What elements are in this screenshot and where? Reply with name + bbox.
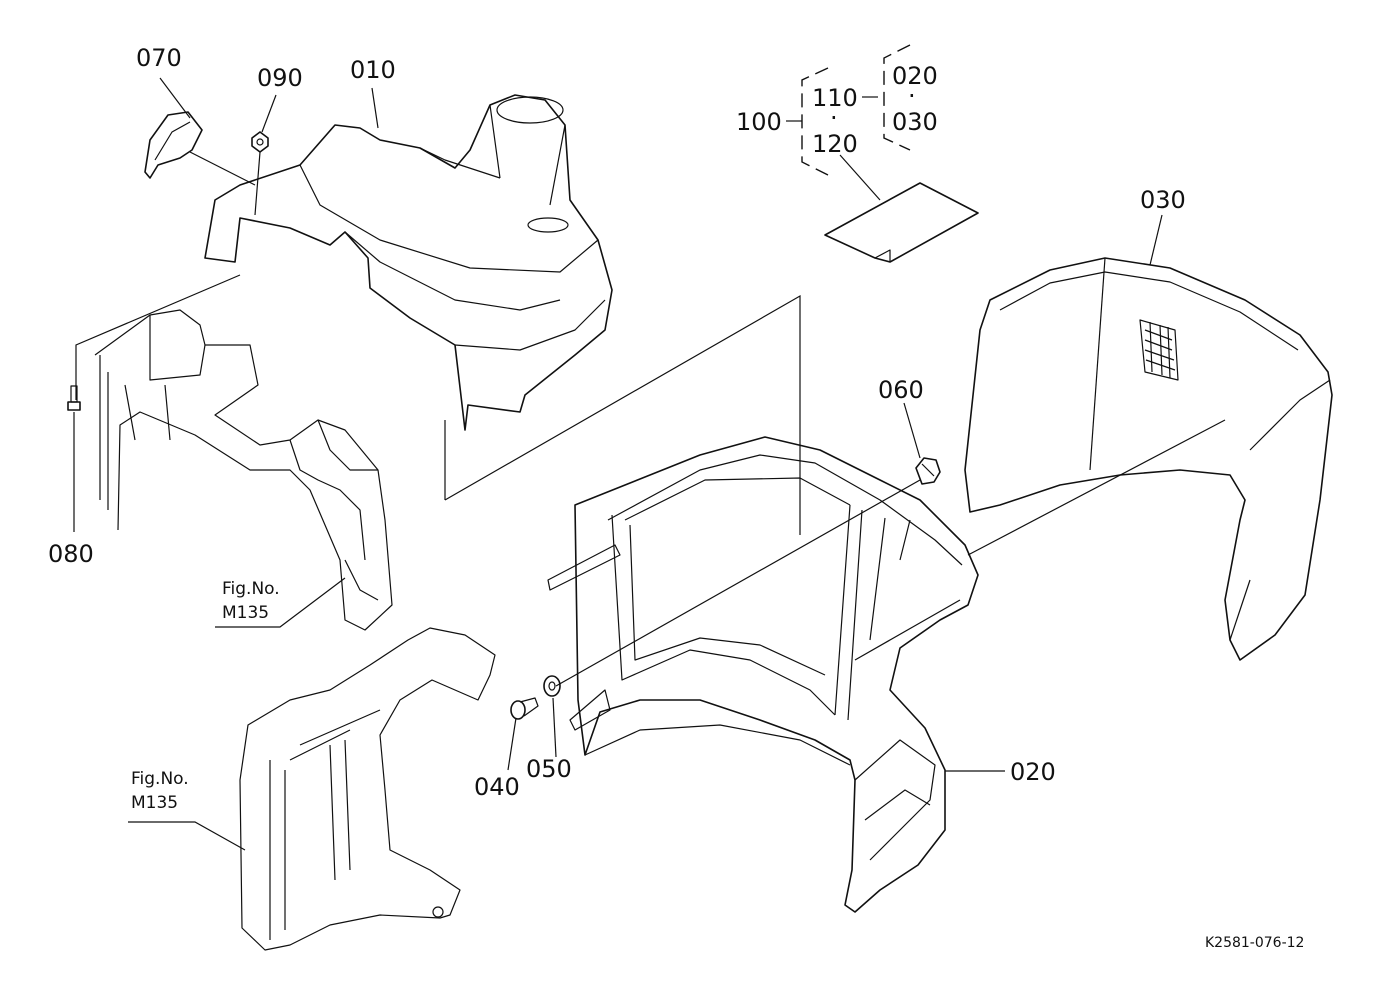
upper-frame-m135 bbox=[94, 309, 393, 631]
part-080-bolt[interactable] bbox=[67, 385, 81, 411]
fig-ref-lower-line2: M135 bbox=[131, 793, 178, 813]
part-030-side-panel[interactable] bbox=[964, 257, 1333, 661]
set-brackets bbox=[801, 44, 911, 176]
label-100: 100 bbox=[736, 108, 782, 136]
label-110: 110 bbox=[812, 84, 858, 112]
label-080: 080 bbox=[48, 540, 94, 568]
part-040-screw[interactable] bbox=[510, 697, 539, 720]
fig-ref-lower-line1: Fig.No. bbox=[131, 769, 189, 789]
label-060: 060 bbox=[878, 376, 924, 404]
label-030: 030 bbox=[1140, 186, 1186, 214]
label-set-dot: · bbox=[908, 82, 916, 110]
label-110-dot: · bbox=[830, 104, 838, 132]
fig-ref-upper-line1: Fig.No. bbox=[222, 579, 280, 599]
label-090: 090 bbox=[257, 64, 303, 92]
part-050-grommet[interactable] bbox=[543, 675, 561, 697]
part-090-nut[interactable] bbox=[251, 131, 269, 153]
label-set-030: 030 bbox=[892, 108, 938, 136]
lower-frame-m135 bbox=[239, 627, 496, 951]
part-060-clip[interactable] bbox=[915, 457, 941, 485]
part-020-front-frame[interactable] bbox=[547, 436, 979, 913]
label-040: 040 bbox=[474, 773, 520, 801]
part-110-label-sheet[interactable] bbox=[824, 182, 979, 263]
label-050: 050 bbox=[526, 755, 572, 783]
label-070: 070 bbox=[136, 44, 182, 72]
leader-lines bbox=[73, 77, 1226, 851]
diagram-code: K2581-076-12 bbox=[1205, 935, 1304, 951]
label-120: 120 bbox=[812, 130, 858, 158]
label-010: 010 bbox=[350, 56, 396, 84]
label-020: 020 bbox=[1010, 758, 1056, 786]
part-070-bracket[interactable] bbox=[144, 111, 203, 179]
fig-ref-upper-line2: M135 bbox=[222, 603, 269, 623]
label-set-020: 020 bbox=[892, 62, 938, 90]
part-010-upper-cover[interactable] bbox=[204, 94, 613, 431]
